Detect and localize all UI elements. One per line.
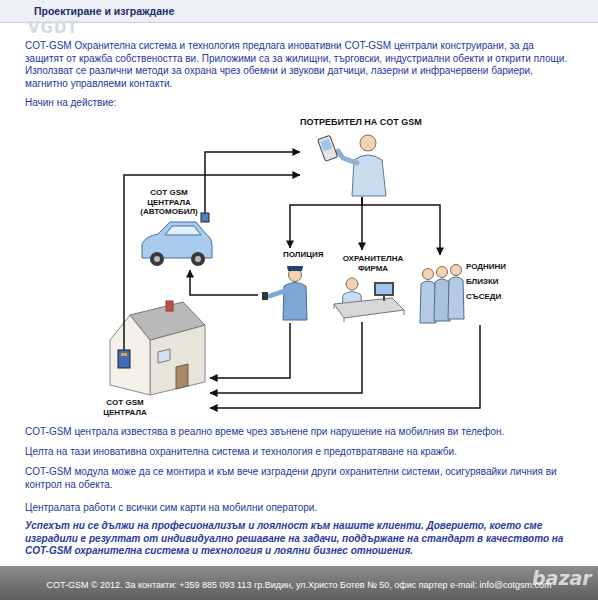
- node-label: ПОЛИЦИЯ: [283, 250, 323, 260]
- connector: [210, 323, 290, 378]
- phone: [318, 135, 338, 161]
- paragraph: COT-GSM Охранителна система и технология…: [25, 40, 575, 90]
- person-body: [420, 281, 436, 323]
- relatives-node: РОДНИНИ БЛИЗКИ СЪСЕДИ: [418, 255, 508, 325]
- paragraph: Целта на тази иновативна охранителна сис…: [25, 446, 575, 459]
- police-figure: [262, 266, 307, 320]
- house-figure: [110, 300, 205, 395]
- security-figure: [334, 278, 404, 322]
- monitor-screen: [376, 284, 392, 294]
- house-window: [158, 349, 170, 363]
- desk: [334, 298, 404, 318]
- footer-text: COT-GSM © 2012. За контакти: +359 885 09…: [0, 580, 598, 590]
- user-figure: [318, 135, 386, 196]
- police-device: [262, 292, 268, 300]
- logo-text: bazar: [532, 567, 592, 589]
- car-hub: [195, 256, 201, 262]
- car-hub: [154, 256, 160, 262]
- house-roof: [130, 302, 205, 340]
- person-head: [451, 265, 462, 276]
- paragraph: COT-GSM централа известява в реално врем…: [25, 426, 575, 439]
- relatives-figure: [420, 265, 464, 324]
- car-antenna: [204, 186, 206, 214]
- user-node: ПОТРЕБИТЕЛ НА COT GSM: [300, 115, 440, 197]
- person-head: [423, 269, 434, 280]
- operator-head: [346, 278, 358, 290]
- node-label: COT GSM ЦЕНТРАЛА (АВТОМОБИЛ): [138, 188, 200, 217]
- paragraph: Централата работи с всички сим карти на …: [25, 502, 575, 515]
- monitor: [374, 282, 394, 296]
- watermark: VGDT: [28, 19, 79, 37]
- car-wheel: [191, 252, 205, 266]
- connector: [190, 270, 258, 295]
- house-gsm-module: [118, 350, 130, 368]
- connector: [124, 175, 300, 300]
- connector: [290, 197, 362, 248]
- connector: [205, 152, 300, 186]
- person-body: [448, 277, 464, 319]
- node-label: ОХРАНИТЕЛНА ФИРМА: [334, 254, 412, 274]
- car-window: [165, 226, 201, 235]
- paragraph: Успехът ни се дължи на професионализъм и…: [25, 520, 575, 558]
- car-node: COT GSM ЦЕНТРАЛА (АВТОМОБИЛ): [138, 186, 213, 270]
- page-heading: Проектиране и изграждане: [34, 5, 174, 17]
- node-label: COT GSM ЦЕНТРАЛА: [95, 398, 155, 418]
- monitor-stand: [383, 296, 385, 301]
- desk-legs: [334, 304, 404, 322]
- house-antenna: [123, 300, 125, 350]
- node-label: РОДНИНИ БЛИЗКИ СЪСЕДИ: [466, 259, 508, 304]
- police-node: ПОЛИЦИЯ: [258, 248, 324, 323]
- node-label: ПОТРЕБИТЕЛ НА COT GSM: [300, 117, 440, 128]
- subheading: Начин на действие:: [25, 97, 325, 110]
- connector: [210, 325, 480, 408]
- house-door: [176, 364, 188, 389]
- connector: [362, 197, 440, 255]
- police-cap: [287, 266, 303, 271]
- house-chimney: [166, 301, 173, 311]
- module-light: [121, 353, 127, 356]
- user-arm: [338, 151, 357, 163]
- person-body: [434, 279, 450, 321]
- phone-screen: [321, 139, 333, 151]
- connector: [210, 322, 362, 393]
- security-node: ОХРАНИТЕЛНА ФИРМА: [328, 250, 418, 322]
- police-arm: [270, 290, 287, 296]
- paragraph: COT-GSM модула може да се монтира и към …: [25, 466, 575, 491]
- user-head: [360, 135, 376, 151]
- car-body: [142, 222, 212, 258]
- person-head: [437, 267, 448, 278]
- car-gsm-module: [201, 213, 209, 222]
- house-node: COT GSM ЦЕНТРАЛА: [95, 300, 210, 420]
- car-wheel: [150, 252, 164, 266]
